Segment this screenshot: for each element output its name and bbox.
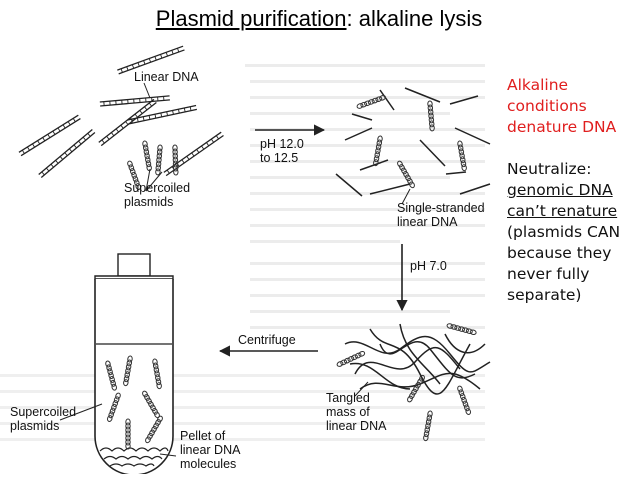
label-ph-high-1: pH 12.0: [260, 137, 304, 151]
label-ph-neutral: pH 7.0: [410, 259, 447, 273]
label-centrifuge: Centrifuge: [238, 333, 296, 347]
slide-title: Plasmid purification: alkaline lysis: [0, 6, 638, 32]
label-linear-dna: Linear DNA: [134, 70, 199, 84]
label-tangled-3: linear DNA: [326, 419, 387, 433]
title-rest: : alkaline lysis: [346, 6, 483, 31]
note-separate: separate): [507, 286, 582, 304]
label-plasmids-2: plasmids: [10, 419, 59, 433]
label-ph-high-2: to 12.5: [260, 151, 298, 165]
label-tangled-1: Tangled: [326, 391, 370, 405]
label-pellet-3: molecules: [180, 457, 236, 471]
panel-cell-lysate: [18, 45, 225, 192]
label-tangled-2: mass of: [326, 405, 370, 419]
background-book-text: [0, 64, 485, 441]
note-never-fully: never fully: [507, 265, 590, 283]
note-alkaline: Alkaline: [507, 76, 569, 94]
side-notes: Alkaline conditions denature DNA Neutral…: [507, 75, 637, 306]
note-neutralize: Neutralize:: [507, 160, 592, 178]
label-pellet-2: linear DNA: [180, 443, 241, 457]
note-plasmids-can: (plasmids CAN: [507, 223, 621, 241]
label-plasmids-1: plasmids: [124, 195, 173, 209]
label-supercoiled-2: Supercoiled: [10, 405, 76, 419]
label-supercoiled-1: Supercoiled: [124, 181, 190, 195]
label-linear-dna-2: linear DNA: [397, 215, 458, 229]
panel-single-stranded: [335, 87, 491, 205]
label-single-stranded: Single-stranded: [397, 201, 485, 215]
label-pellet-1: Pellet of: [180, 429, 226, 443]
note-conditions: conditions: [507, 97, 587, 115]
note-cant-renature: can’t renature: [507, 202, 618, 220]
note-denature-dna: denature DNA: [507, 118, 617, 136]
note-because-they: because they: [507, 244, 612, 262]
centrifuge-tube: [94, 253, 174, 474]
note-genomic-dna: genomic DNA: [507, 181, 613, 199]
title-underlined: Plasmid purification: [155, 6, 347, 31]
panel-tangled-mass: [344, 323, 491, 395]
alkaline-lysis-diagram: Linear DNA Supercoiled plasmids pH 12.0 …: [0, 45, 491, 474]
